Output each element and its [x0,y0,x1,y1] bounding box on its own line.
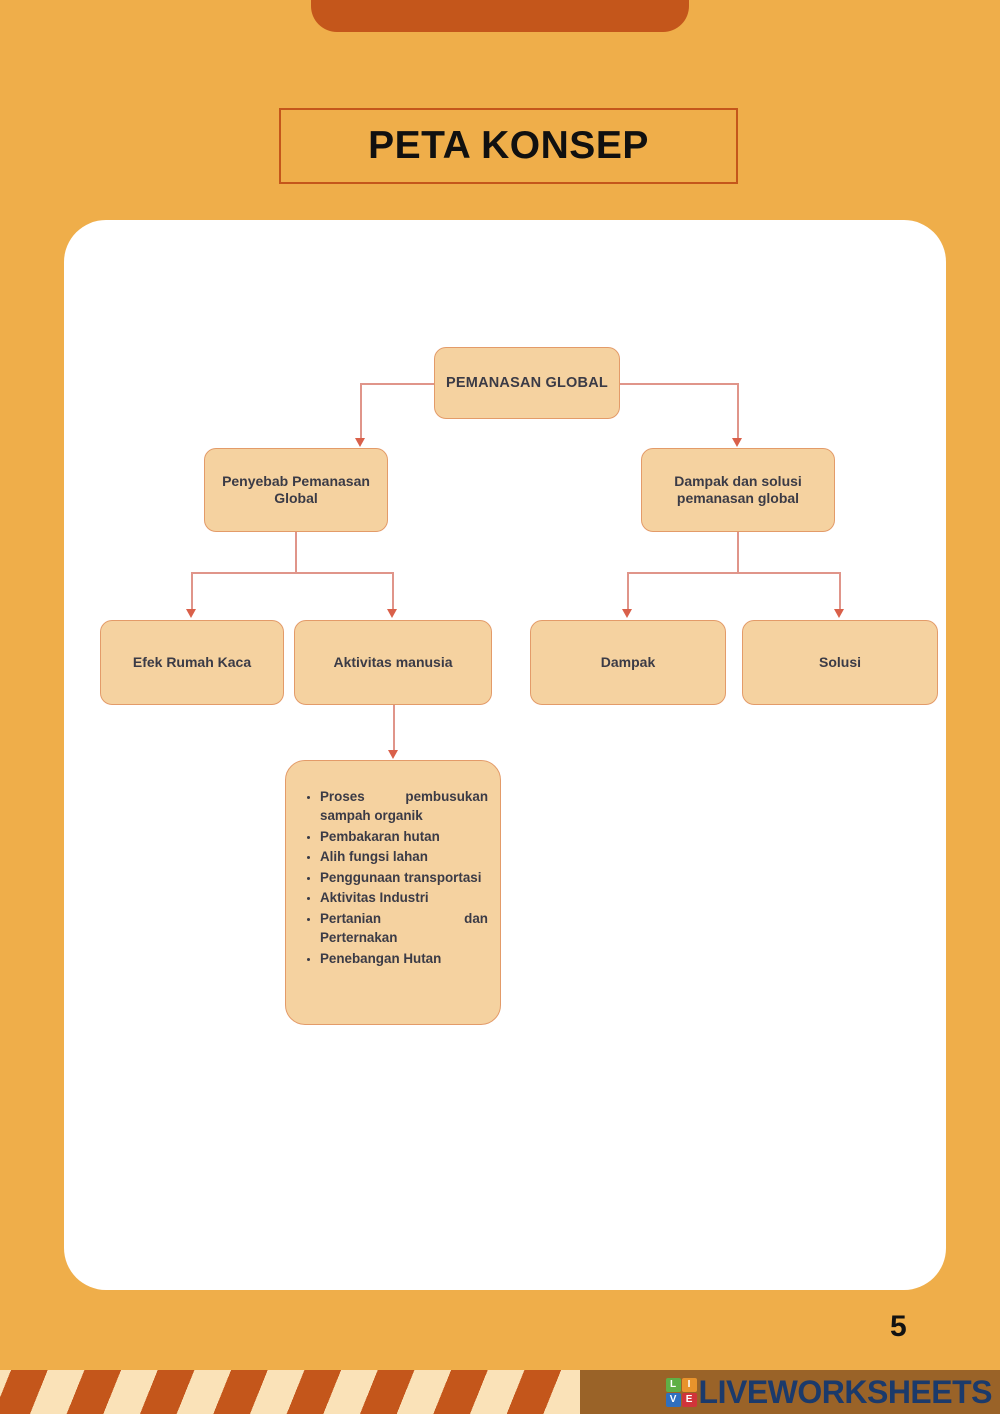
node-label: PEMANASAN GLOBAL [446,374,608,391]
node-label: Dampak [600,653,656,670]
arrow-to-dampak [622,609,632,618]
arrow-to-detail-list [388,750,398,759]
list-item: Penggunaan transportasi [320,868,488,887]
list-item: Proses pembusukan sampah organik [320,787,488,826]
connector-penyebab-stem [295,532,297,572]
page-title: PETA KONSEP [368,124,649,167]
node-solusi: Solusi [742,620,938,705]
connector-aktivitas-to-list [393,705,395,752]
logo-wordmark: LIVEWORKSHEETS [698,1373,993,1410]
connector-root-left-vertical [360,383,362,439]
list-item: Pembakaran hutan [320,827,488,846]
logo-tile-l: L [665,1377,681,1392]
top-tab-flare-right [689,0,723,10]
connector-penyebab-left [191,572,193,610]
node-pemanasan-global: PEMANASAN GLOBAL [434,347,620,419]
diagonal-stripes-decoration [0,1370,580,1414]
connector-dampaksolusi-left [627,572,629,610]
top-tab-decoration [277,0,723,32]
node-label: Penyebab Pemanasan Global [222,472,370,507]
list-item: Pertanian dan Perternakan [320,909,488,948]
page-footer: L I V E LIVEWORKSHEETS [0,1370,1000,1414]
list-item: Penebangan Hutan [320,949,488,968]
logo-tile-i: I [681,1377,697,1392]
connector-dampaksolusi-bar [627,572,839,574]
detail-list: Proses pembusukan sampah organik Pembaka… [290,787,488,969]
list-item: Aktivitas Industri [320,888,488,907]
logo-tile-e: E [681,1392,697,1407]
connector-root-right-horizontal [620,383,738,385]
node-dampak-dan-solusi: Dampak dan solusi pemanasan global [641,448,835,532]
arrow-root-to-dampak-solusi [732,438,742,447]
connector-root-right-vertical [737,383,739,439]
node-aktivitas-manusia: Aktivitas manusia [294,620,492,705]
concept-map-diagram: PEMANASAN GLOBAL Penyebab Pemanasan Glob… [64,220,946,1290]
connector-dampaksolusi-stem [737,532,739,572]
node-label: Dampak dan solusi pemanasan global [674,472,802,507]
arrow-root-to-penyebab [355,438,365,447]
logo-tile-v: V [665,1392,681,1407]
connector-penyebab-right [392,572,394,610]
logo-tiles-icon: L I V E [665,1377,697,1407]
node-label: Efek Rumah Kaca [132,653,252,670]
connector-root-left-horizontal [360,383,434,385]
node-efek-rumah-kaca: Efek Rumah Kaca [100,620,284,705]
arrow-to-aktivitas-manusia [387,609,397,618]
node-aktivitas-manusia-detail-list: Proses pembusukan sampah organik Pembaka… [285,760,501,1025]
node-dampak: Dampak [530,620,726,705]
list-item: Alih fungsi lahan [320,847,488,866]
connector-dampaksolusi-right [839,572,841,610]
page-title-box: PETA KONSEP [279,108,738,184]
connector-penyebab-bar [191,572,392,574]
node-label: Aktivitas manusia [333,653,453,670]
arrow-to-efek-rumah-kaca [186,609,196,618]
node-label: Solusi [818,653,861,670]
top-tab-flare-left [277,0,311,10]
arrow-to-solusi [834,609,844,618]
content-card: PEMANASAN GLOBAL Penyebab Pemanasan Glob… [64,220,946,1290]
liveworksheets-logo: L I V E LIVEWORKSHEETS [665,1372,993,1412]
node-penyebab-pemanasan-global: Penyebab Pemanasan Global [204,448,388,532]
page-number: 5 [890,1310,907,1343]
